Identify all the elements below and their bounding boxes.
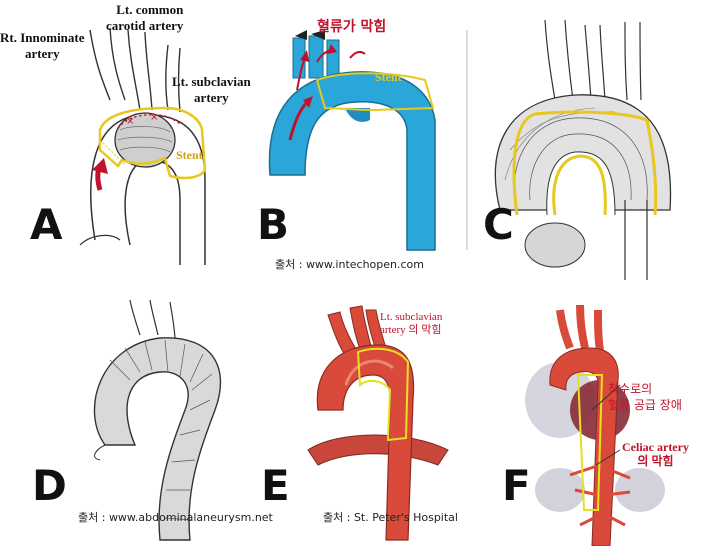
panel-d: D 출처 : www.abdominalaneurysm.net (0, 290, 290, 546)
label-celiac-blocked: Celiac artery 의 막힘 (622, 440, 689, 468)
panel-e-illustration (307, 305, 449, 541)
panel-b-illustration (268, 30, 468, 251)
panel-letter-e: E (261, 461, 290, 510)
panel-d-illustration (93, 299, 222, 541)
svg-text:×: × (150, 112, 158, 123)
label-blocked-flow: 혈류가 막힘 (317, 19, 387, 35)
svg-text:×: × (126, 116, 134, 127)
panel-a-illustration: × × (79, 27, 207, 265)
source-caption-d: 출처 : www.abdominalaneurysm.net (78, 511, 273, 524)
panel-f-illustration (525, 304, 665, 546)
panel-a: × × Rt. Innominate artery Lt. common car… (0, 0, 265, 265)
panel-f: 척수로의 혈류 공급 장애 Celiac artery 의 막힘 F (480, 290, 720, 546)
panel-c-illustration (494, 19, 672, 280)
label-stent-b: Stent (375, 70, 402, 84)
panel-b: 혈류가 막힘 Stent B 출처 : www.intechopen.com (245, 0, 475, 280)
source-caption-b: 출처 : www.intechopen.com (275, 258, 424, 271)
source-caption-e: 출처 : St. Peter's Hospital (323, 511, 458, 524)
label-subclavian-artery: Lt. subclavian artery (172, 74, 251, 105)
label-stent-a: Stent (176, 148, 203, 162)
label-innominate-artery: Rt. Innominate artery (0, 30, 85, 61)
panel-letter-a: A (30, 200, 63, 249)
label-common-carotid-artery: Lt. common carotid artery (106, 2, 184, 33)
panel-letter-d: D (32, 461, 67, 510)
panel-letter-b: B (257, 200, 290, 249)
label-subclavian-blocked: Lt. subclavian artery 의 막힘 (380, 311, 443, 336)
label-spinal-supply-disorder: 척수로의 혈류 공급 장애 (608, 382, 682, 412)
panel-e: Lt. subclavian artery 의 막힘 E 출처 : St. Pe… (258, 290, 480, 546)
panel-letter-c: C (483, 200, 514, 249)
panel-letter-f: F (502, 461, 531, 510)
panel-c: C (475, 0, 720, 280)
